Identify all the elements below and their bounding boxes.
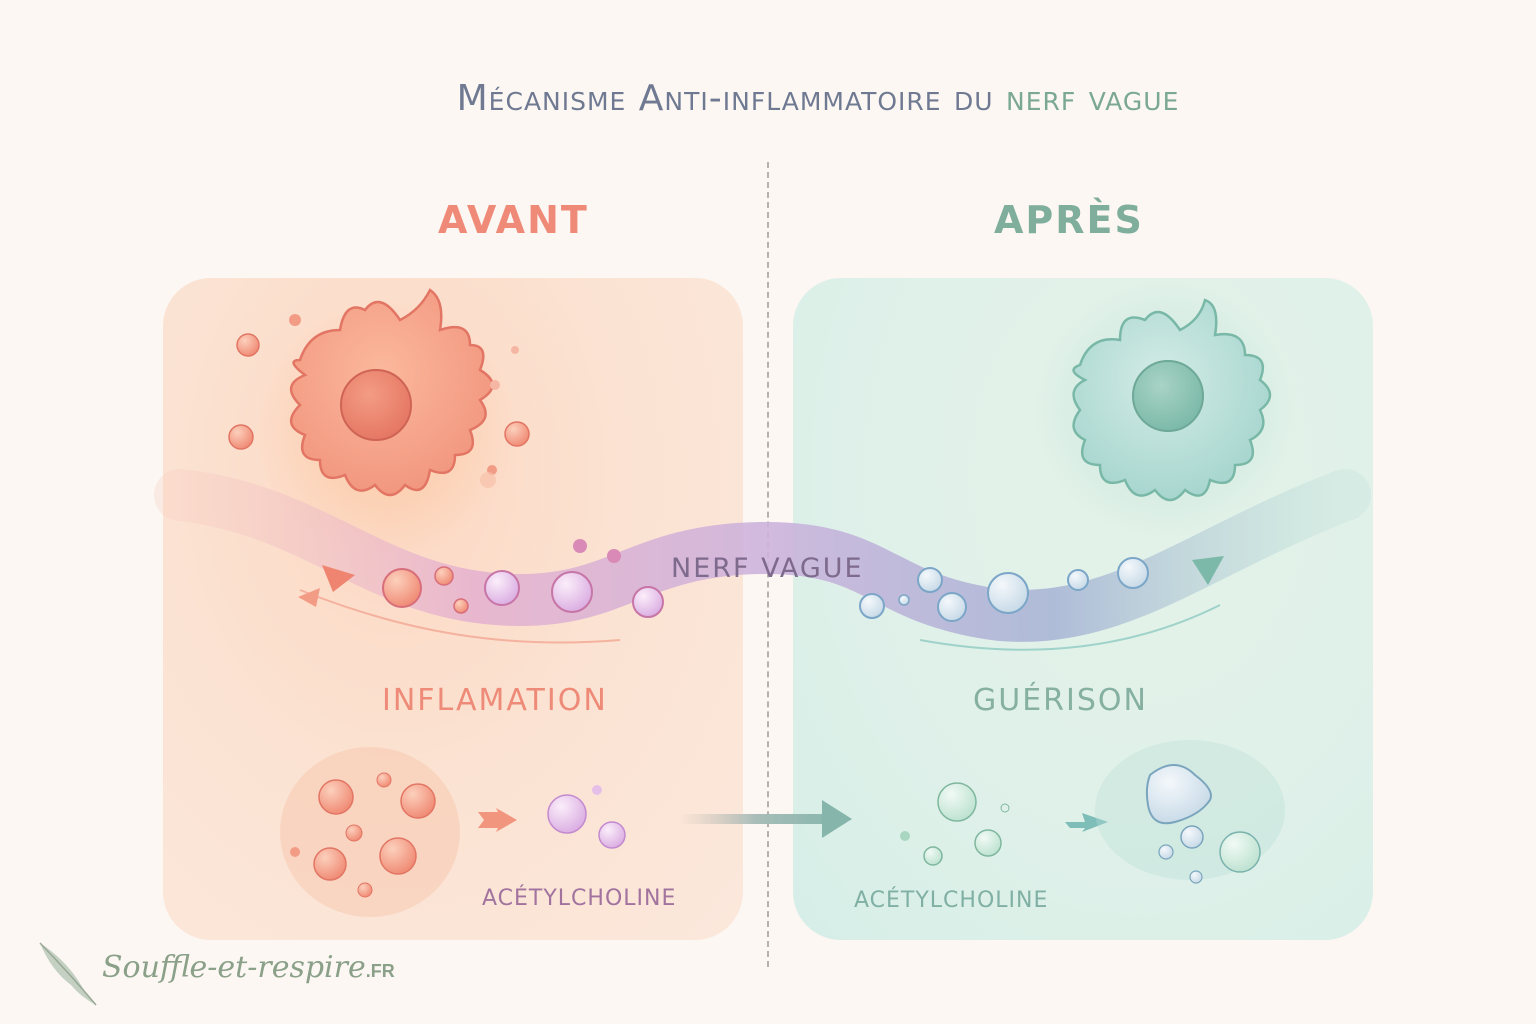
small-arrow-right-icon bbox=[1065, 813, 1108, 832]
arrow-in-icon bbox=[322, 565, 355, 592]
arrow-back-icon bbox=[298, 588, 320, 607]
acetylcholine-label-left: ACÉTYLCHOLINE bbox=[482, 886, 677, 911]
transition-arrow-icon bbox=[822, 800, 852, 838]
acetylcholine-label-right: ACÉTYLCHOLINE bbox=[854, 888, 1049, 913]
inflammation-cluster-icon bbox=[280, 747, 460, 917]
before-heading: AVANT bbox=[438, 198, 589, 242]
nerve-label: NERF VAGUE bbox=[671, 553, 864, 584]
brand-logo: Souffle-et-respire.FR bbox=[102, 950, 395, 985]
page-title: Mécanisme Anti-inflammatoire du nerf vag… bbox=[0, 78, 1536, 119]
title-accent: nerf vague bbox=[1006, 78, 1180, 119]
title-main: Mécanisme Anti-inflammatoire du bbox=[456, 78, 1007, 119]
molecule-bubbles-right bbox=[859, 557, 1149, 622]
molecule-bubbles-left bbox=[382, 539, 664, 618]
after-heading: APRÈS bbox=[994, 198, 1144, 242]
arrow-out-icon bbox=[1192, 556, 1224, 585]
healed-cell-icon bbox=[1035, 280, 1295, 540]
healed-cell-small-icon bbox=[1095, 740, 1285, 884]
inflamed-cell-icon bbox=[228, 288, 530, 560]
transition-arrow-shaft bbox=[680, 814, 830, 824]
brand-tld: .FR bbox=[365, 961, 395, 981]
healing-label: GUÉRISON bbox=[973, 683, 1148, 718]
brand-name: Souffle-et-respire bbox=[102, 950, 366, 985]
feather-icon bbox=[39, 942, 97, 1006]
acetylcholine-right-icon bbox=[900, 782, 1010, 866]
acetylcholine-left-icon bbox=[547, 785, 626, 849]
inflammation-label: INFLAMATION bbox=[382, 683, 608, 718]
small-arrow-left-icon bbox=[478, 808, 517, 832]
